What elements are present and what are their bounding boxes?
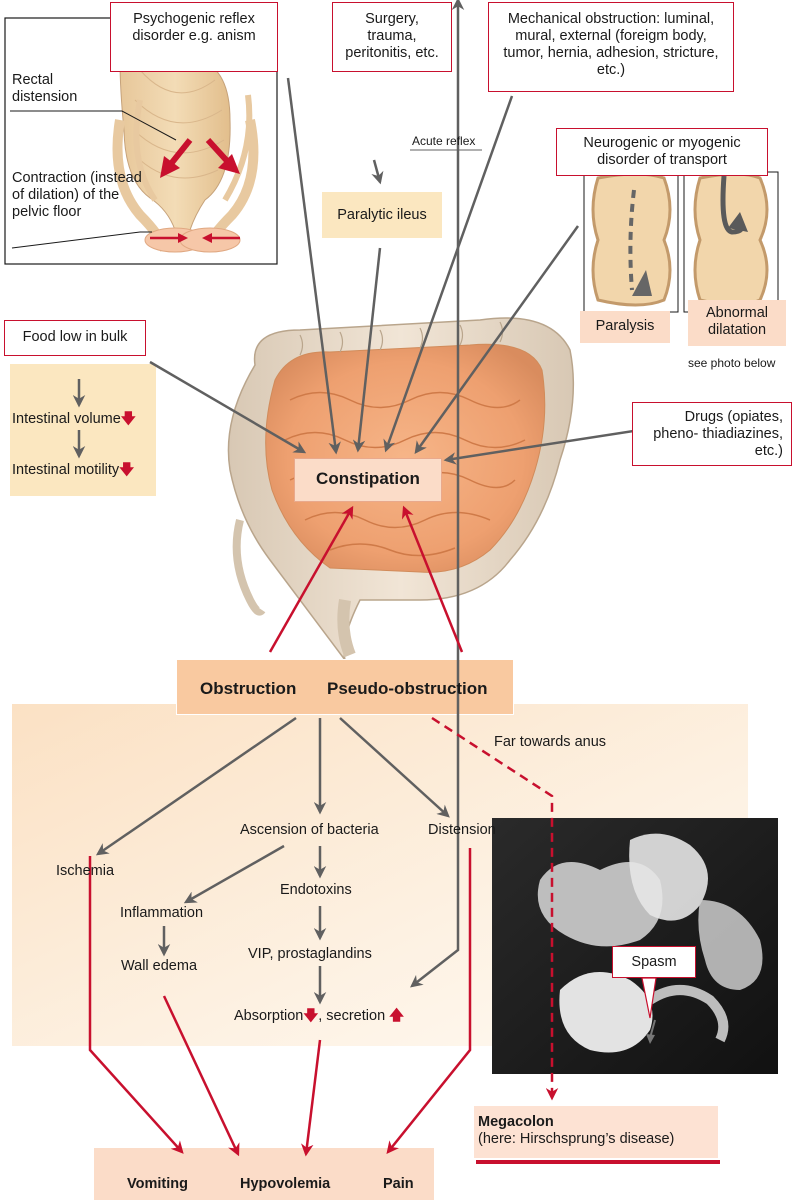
down-arrow-icon: 🡇	[121, 411, 136, 427]
vomiting-label: Vomiting	[127, 1176, 188, 1193]
drugs-box: Drugs (opiates, pheno- thiadiazines, etc…	[632, 402, 792, 466]
spasm-box: Spasm	[612, 946, 696, 978]
megacolon-text: Megacolon (here: Hirschsprung’s disease)	[478, 1114, 674, 1148]
spasm-text: Spasm	[631, 954, 676, 970]
see-photo-label: see photo below	[688, 356, 775, 370]
ascension-label: Ascension of bacteria	[240, 822, 379, 839]
pseudo-obstruction-label: Pseudo-obstruction	[327, 679, 488, 699]
absorption-label: Absorption	[234, 1008, 303, 1024]
neurogenic-text: Neurogenic or myogenic disorder of trans…	[583, 135, 740, 168]
down-arrow-icon: 🡇	[119, 462, 134, 478]
paralysis-label: Paralysis	[580, 318, 670, 335]
distension-label: Distension	[428, 822, 496, 839]
neurogenic-box: Neurogenic or myogenic disorder of trans…	[556, 128, 768, 176]
constipation-label: Constipation	[294, 469, 442, 489]
intestinal-motility-label: Intestinal motility	[12, 462, 119, 478]
megacolon-subtitle: (here: Hirschsprung’s disease)	[478, 1131, 674, 1148]
intestinal-volume-row: Intestinal volume🡇	[12, 411, 136, 428]
surgery-box: Surgery, trauma, peritonitis, etc.	[332, 2, 452, 72]
vip-label: VIP, prostaglandins	[248, 946, 372, 963]
far-towards-anus-label: Far towards anus	[494, 734, 606, 751]
dilatation-label: Abnormal dilatation	[692, 305, 782, 339]
acute-reflex-label: Acute reflex	[412, 134, 475, 148]
ischemia-label: Ischemia	[56, 863, 114, 880]
anism-text: Psychogenic reflex disorder e.g. anism	[132, 11, 255, 44]
food-text: Food low in bulk	[23, 329, 128, 345]
food-box: Food low in bulk	[4, 320, 146, 356]
secretion-label: , secretion	[318, 1008, 385, 1024]
absorption-secretion-row: Absorption🡇, secretion 🡅	[234, 1008, 404, 1025]
drugs-text: Drugs (opiates, pheno- thiadiazines, etc…	[653, 409, 783, 459]
hypovolemia-label: Hypovolemia	[240, 1176, 330, 1193]
rectal-distension-label: Rectal distension	[12, 72, 112, 106]
megacolon-underline	[476, 1160, 720, 1164]
paralytic-ileus-label: Paralytic ileus	[322, 207, 442, 224]
down-arrow-icon: 🡇	[303, 1008, 318, 1024]
inflammation-label: Inflammation	[120, 905, 203, 922]
anism-box: Psychogenic reflex disorder e.g. anism	[110, 2, 278, 72]
pain-label: Pain	[383, 1176, 414, 1193]
pelvic-contraction-label: Contraction (instead of dilation) of the…	[12, 170, 152, 221]
mechanical-text: Mechanical obstruction: luminal, mural, …	[503, 11, 718, 78]
intestinal-volume-label: Intestinal volume	[12, 411, 121, 427]
endotoxins-label: Endotoxins	[280, 882, 352, 899]
wall-edema-label: Wall edema	[121, 958, 197, 975]
megacolon-title: Megacolon	[478, 1114, 674, 1131]
obstruction-label: Obstruction	[200, 679, 296, 699]
colon-transport-illustration	[584, 172, 778, 312]
surgery-text: Surgery, trauma, peritonitis, etc.	[345, 11, 439, 61]
intestinal-motility-row: Intestinal motility🡇	[12, 462, 134, 479]
mechanical-box: Mechanical obstruction: luminal, mural, …	[488, 2, 734, 92]
up-arrow-icon: 🡅	[389, 1008, 404, 1024]
